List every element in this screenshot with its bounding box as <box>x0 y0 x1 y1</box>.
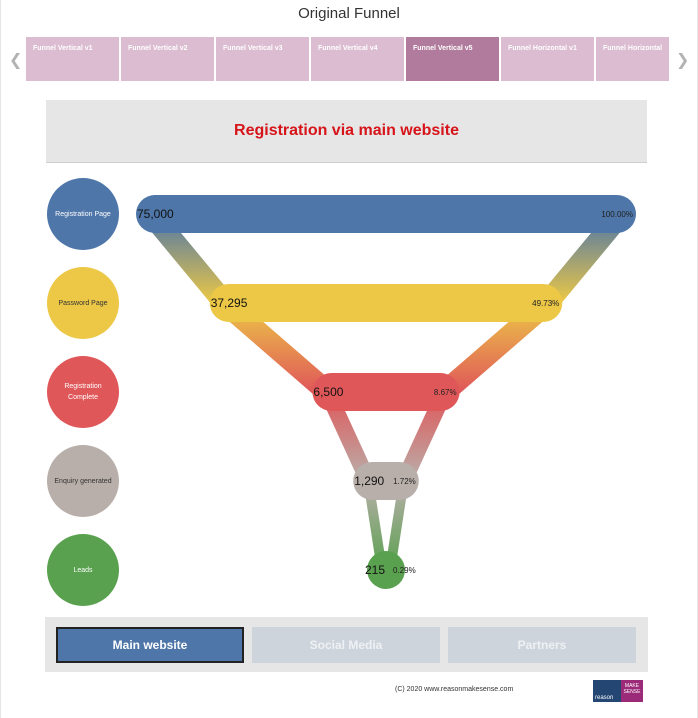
stage-circle-registration-page: Registration Page <box>47 178 119 250</box>
left-border <box>0 0 1 718</box>
stage-circle-password-page: Password Page <box>47 267 119 339</box>
copyright-text: (C) 2020 www.reasonmakesense.com <box>395 686 514 693</box>
logo-right-block <box>621 680 643 702</box>
header-band: Registration via main website <box>46 100 647 163</box>
funnel-value-label-enquiry-generated: 1,290 <box>354 474 384 488</box>
tab-funnel-vertical-v2[interactable]: Funnel Vertical v2 <box>121 37 214 81</box>
logo-left-block <box>593 680 621 702</box>
reason-make-sense-logo: reason MAKE SENSE <box>593 680 643 702</box>
tab-funnel-vertical-v5[interactable]: Funnel Vertical v5 <box>406 37 499 81</box>
funnel-bar-registration-complete[interactable] <box>312 373 460 411</box>
stage-circle-registration-complete: Registration Complete <box>47 356 119 428</box>
funnel-value-label-registration-complete: 6,500 <box>313 385 343 399</box>
tab-funnel-vertical-v4[interactable]: Funnel Vertical v4 <box>311 37 404 81</box>
funnel-title: Registration via main website <box>234 122 459 139</box>
funnel-bar-registration-page[interactable] <box>136 195 636 233</box>
funnel-value-label-registration-page: 75,000 <box>137 207 174 221</box>
story-tabs: Funnel Vertical v1 Funnel Vertical v2 Fu… <box>26 37 669 81</box>
tab-funnel-vertical-v3[interactable]: Funnel Vertical v3 <box>216 37 309 81</box>
funnel-percent-label-password-page: 49.73% <box>532 299 559 308</box>
segment-social-media-button[interactable]: Social Media <box>252 627 440 663</box>
funnel-percent-label-leads: 0.29% <box>393 566 416 575</box>
funnel-percent-label-registration-page: 100.00% <box>601 210 633 219</box>
logo-text-make-sense: MAKE SENSE <box>623 683 641 695</box>
chevron-left-icon[interactable]: ❮ <box>9 52 23 69</box>
logo-text-reason: reason <box>595 695 614 701</box>
funnel-bar-password-page[interactable] <box>209 284 563 322</box>
funnel-percent-label-enquiry-generated: 1.72% <box>393 477 416 486</box>
stage-circle-leads: Leads <box>47 534 119 606</box>
funnel-bar-enquiry-generated[interactable] <box>353 462 419 500</box>
funnel-value-label-password-page: 37,295 <box>211 296 248 310</box>
funnel-percent-label-registration-complete: 8.67% <box>434 388 457 397</box>
chevron-right-icon[interactable]: ❯ <box>676 52 690 69</box>
segment-partners-button[interactable]: Partners <box>448 627 636 663</box>
tab-funnel-horizontal[interactable]: Funnel Horizontal <box>596 37 669 81</box>
segment-selector: Main website Social Media Partners <box>45 617 648 672</box>
funnel-bar-leads[interactable] <box>367 551 405 589</box>
segment-main-website-button[interactable]: Main website <box>56 627 244 663</box>
tab-funnel-vertical-v1[interactable]: Funnel Vertical v1 <box>26 37 119 81</box>
page-title: Original Funnel <box>298 5 400 22</box>
tab-funnel-horizontal-v1[interactable]: Funnel Horizontal v1 <box>501 37 594 81</box>
funnel-value-label-leads: 215 <box>365 563 385 577</box>
stage-circle-enquiry-generated: Enquiry generated <box>47 445 119 517</box>
